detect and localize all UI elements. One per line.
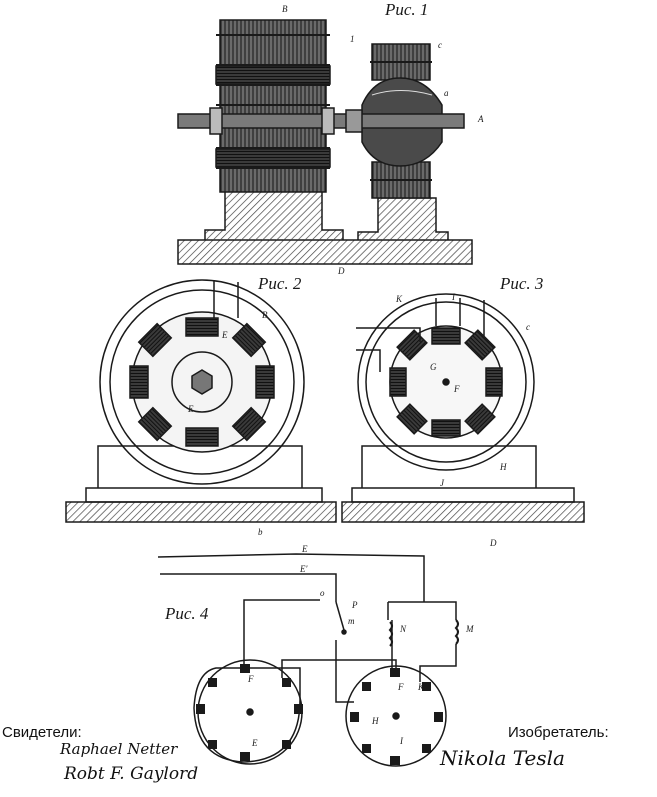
figure-1-side-view: B c a A D 1 — [177, 4, 484, 276]
svg-text:o: o — [320, 588, 325, 598]
svg-text:P: P — [351, 600, 358, 610]
svg-text:m: m — [348, 616, 355, 626]
figure-4-label: Рис. 4 — [165, 604, 209, 623]
svg-text:E': E' — [299, 564, 308, 574]
svg-text:G: G — [430, 362, 437, 372]
svg-text:B: B — [262, 310, 268, 320]
inventor-signature: Nikola Tesla — [440, 746, 565, 770]
svg-text:c: c — [526, 322, 530, 332]
svg-text:K: K — [395, 294, 403, 304]
svg-text:H: H — [499, 462, 507, 472]
svg-text:D: D — [337, 266, 345, 276]
svg-text:E: E — [251, 738, 258, 748]
figure-2-generator-end-view: B E E b — [65, 279, 337, 537]
svg-text:F: F — [247, 674, 254, 684]
figure-1-label: Рис. 1 — [385, 0, 429, 19]
svg-text:a: a — [444, 88, 449, 98]
svg-text:F: F — [453, 384, 460, 394]
figure-3-label: Рис. 3 — [500, 274, 544, 293]
svg-text:F: F — [397, 682, 404, 692]
svg-text:K: K — [417, 682, 425, 692]
witness-2-signature: Robt F. Gaylord — [64, 764, 199, 784]
svg-text:b: b — [258, 527, 263, 537]
svg-text:1: 1 — [350, 34, 355, 44]
inventor-caption: Изобретатель: — [508, 724, 609, 741]
svg-text:E: E — [221, 330, 228, 340]
svg-text:E: E — [301, 544, 308, 554]
svg-text:E: E — [187, 404, 194, 414]
svg-text:N: N — [399, 624, 407, 634]
svg-text:I: I — [451, 292, 456, 302]
svg-text:M: M — [465, 624, 474, 634]
svg-text:J: J — [440, 478, 445, 488]
figure-3-motor-end-view: K I c G F H J D — [341, 292, 585, 548]
figure-2-label: Рис. 2 — [258, 274, 302, 293]
svg-text:I: I — [399, 736, 404, 746]
witnesses-caption: Свидетели: — [2, 724, 82, 741]
svg-text:c: c — [438, 40, 442, 50]
svg-text:A: A — [477, 114, 484, 124]
witness-1-signature: Raphael Netter — [60, 740, 178, 758]
svg-text:B: B — [282, 4, 288, 14]
svg-text:H: H — [371, 716, 379, 726]
figure-4-wiring-diagram: E E' o P m N M F K H I F E — [157, 544, 474, 767]
svg-text:D: D — [489, 538, 497, 548]
